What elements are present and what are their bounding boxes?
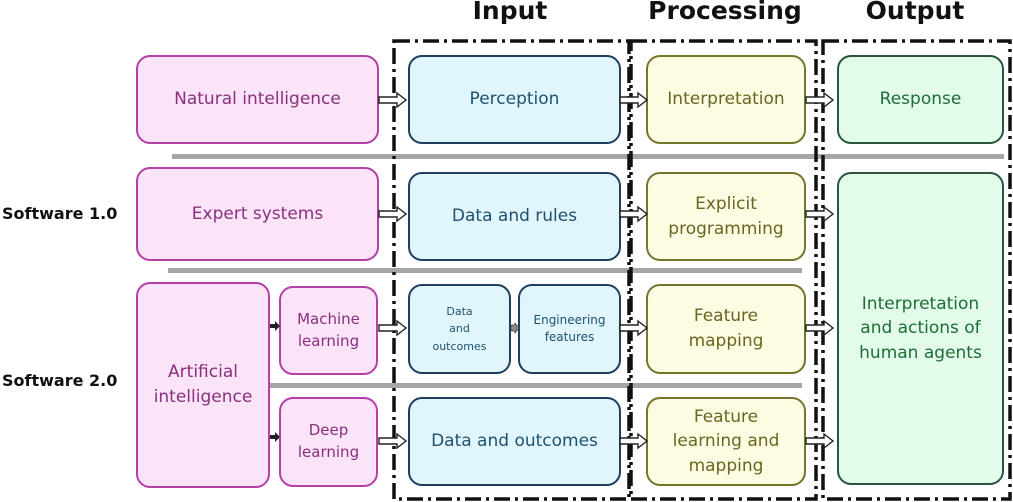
data-and-outcomes-small-box: Data and outcomes — [408, 284, 511, 374]
arrow-natural-to-perception — [378, 92, 407, 108]
output-frame — [821, 39, 1012, 501]
explicit-programming-box: Explicit programming — [646, 172, 806, 261]
separator-1 — [172, 154, 1004, 159]
software-1-label: Software 1.0 — [2, 204, 118, 223]
arrow-engineering-to-feature-mapping — [619, 320, 648, 336]
separator-3 — [270, 383, 802, 388]
perception-box: Perception — [408, 55, 621, 144]
arrow-data-to-engineering — [510, 321, 520, 335]
output-header: Output — [865, 0, 965, 25]
software-2-label: Software 2.0 — [2, 371, 118, 390]
input-header: Input — [472, 0, 548, 25]
deep-learning-box: Deep learning — [279, 397, 378, 487]
arrow-perception-to-interpretation — [619, 92, 648, 108]
processing-header: Processing — [648, 0, 802, 25]
human-agents-box: Interpretation and actions of human agen… — [837, 172, 1004, 485]
engineering-features-box: Engineering features — [518, 284, 621, 374]
natural-intelligence-box: Natural intelligence — [136, 55, 379, 144]
processing-frame — [629, 39, 818, 501]
arrow-ai-to-ml — [270, 321, 280, 331]
arrow-feature-learning-to-output — [805, 433, 834, 449]
expert-systems-box: Expert systems — [136, 167, 379, 261]
arrow-interpretation-to-response — [805, 92, 834, 108]
arrow-expert-to-data-rules — [378, 206, 407, 222]
arrow-data-outcomes-to-feature-learning — [619, 433, 648, 449]
machine-learning-box: Machine learning — [279, 286, 378, 375]
arrow-data-rules-to-explicit — [619, 206, 648, 222]
input-frame — [392, 39, 631, 501]
feature-learning-box: Feature learning and mapping — [646, 397, 806, 486]
arrow-explicit-to-output — [805, 206, 834, 222]
feature-mapping-box: Feature mapping — [646, 284, 806, 374]
arrow-feature-mapping-to-output — [805, 320, 834, 336]
response-box: Response — [837, 55, 1004, 144]
artificial-intelligence-box: Artificial intelligence — [136, 282, 270, 488]
separator-2 — [168, 268, 802, 273]
arrow-ai-to-dl — [270, 432, 280, 442]
data-and-rules-box: Data and rules — [408, 172, 621, 261]
interpretation-box: Interpretation — [646, 55, 806, 144]
